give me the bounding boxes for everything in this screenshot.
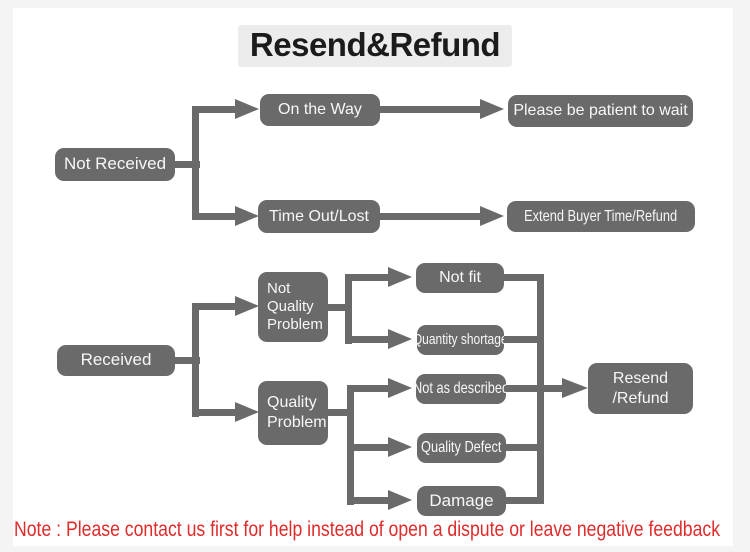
node-quantity-shortage: Quantity shortage xyxy=(413,325,508,355)
arrowhead-icon xyxy=(388,267,412,287)
connector-not-as-described xyxy=(354,385,388,392)
arrowhead-icon xyxy=(235,206,259,226)
node-not-as-described: Not as described xyxy=(413,374,509,404)
connector-not-fit xyxy=(352,274,388,281)
connector-received-stub xyxy=(175,357,200,364)
connector-qshort-merge xyxy=(504,336,544,343)
node-time-out-lost: Time Out/Lost xyxy=(258,200,380,233)
arrowhead-icon xyxy=(235,99,259,119)
node-extend-buyer-time: Extend Buyer Time/Refund xyxy=(507,201,695,232)
connector-on-the-way xyxy=(192,106,236,113)
node-not-received: Not Received xyxy=(55,148,175,181)
connector-damage-merge xyxy=(506,497,544,504)
connector-quality-problem xyxy=(192,409,236,416)
connector-merge-rail xyxy=(537,274,544,504)
connector-resend xyxy=(544,385,562,392)
connector-qp-stub xyxy=(328,409,354,416)
arrowhead-icon xyxy=(235,296,259,316)
node-not-quality-problem: Not Quality Problem xyxy=(258,272,328,342)
page-title: Resend&Refund xyxy=(237,25,513,67)
connector-please-wait xyxy=(380,106,480,113)
connector-qd-merge xyxy=(506,444,544,451)
arrowhead-icon xyxy=(388,490,412,510)
connector-nad-merge xyxy=(506,385,544,392)
connector-not-received-stub xyxy=(175,161,200,168)
arrowhead-icon xyxy=(480,99,504,119)
node-received: Received xyxy=(57,345,175,376)
connector-extend-time xyxy=(380,213,480,220)
node-please-wait: Please be patient to wait xyxy=(508,95,693,127)
node-damage: Damage xyxy=(417,486,506,516)
connector-not-received-branch xyxy=(192,106,199,220)
node-quality-problem: Quality Problem xyxy=(258,381,328,445)
arrowhead-icon xyxy=(388,437,412,457)
connector-not-quality xyxy=(192,303,236,310)
connector-received-branch xyxy=(192,303,199,417)
node-resend-refund: Resend /Refund xyxy=(588,363,693,414)
connector-nqp-branch xyxy=(345,274,352,344)
node-not-fit: Not fit xyxy=(416,263,504,293)
footer-note: Note : Please contact us first for help … xyxy=(14,518,721,541)
connector-quality-defect xyxy=(354,444,388,451)
connector-qp-branch xyxy=(347,385,354,505)
arrowhead-icon xyxy=(235,402,259,422)
arrowhead-icon xyxy=(480,206,504,226)
arrowhead-icon xyxy=(562,378,588,398)
connector-time-out xyxy=(192,213,236,220)
arrowhead-icon xyxy=(388,329,412,349)
connector-damage xyxy=(354,497,388,504)
connector-nqp-stub xyxy=(328,304,352,311)
connector-notfit-merge xyxy=(504,274,544,281)
arrowhead-icon xyxy=(388,378,412,398)
connector-quantity-shortage xyxy=(352,336,388,343)
node-quality-defect: Quality Defect xyxy=(417,433,506,463)
node-on-the-way: On the Way xyxy=(260,94,380,126)
